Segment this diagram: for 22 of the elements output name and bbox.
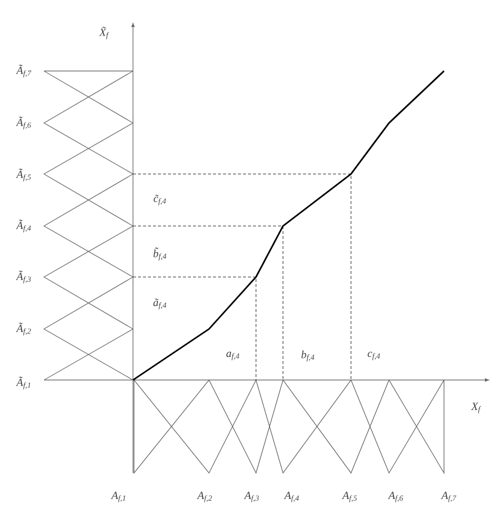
fuzzy-set-label: Ã$_{f,5}$ [16,168,31,182]
fuzzy-set-label: A$_{f,3}$ [244,492,259,502]
fuzzy-set-label: Ã$_{f,4}$ [16,220,31,232]
fuzzy-set-label: A$_{f,5}$ [342,492,357,502]
parameter-label: b̃$_{f,4}$ [153,248,166,260]
parameter-label: b$_{f,4}$ [301,350,314,362]
parameter-label: a$_{f,4}$ [226,352,240,360]
fuzzy-set-label: A$_{f,7}$ [440,492,456,502]
fuzzy-set-label: Ã$_{f,1}$ [16,376,30,390]
axis-label: X$_{f}$ [470,402,482,414]
fuzzy-set-label: Ã$_{f,2}$ [16,322,31,336]
fuzzy-set-label: A$_{f,4}$ [284,492,299,502]
parameter-label: ã$_{f,4}$ [153,298,166,310]
fuzzy-set-label: Ã$_{f,7}$ [16,64,32,78]
parameter-label: c$_{f,4}$ [368,352,380,360]
fuzzy-set-label: A$_{f,1}$ [110,492,126,502]
fuzzy-set-label: A$_{f,2}$ [196,492,212,502]
axis-label: X̃$_{f}$ [98,26,110,40]
fuzzy-set-label: Ã$_{f,3}$ [16,270,31,284]
parameter-label: c̃$_{f,4}$ [154,194,166,206]
fuzzy-set-label: A$_{f,6}$ [388,492,404,502]
fuzzy-set-label: Ã$_{f,6}$ [16,116,32,130]
